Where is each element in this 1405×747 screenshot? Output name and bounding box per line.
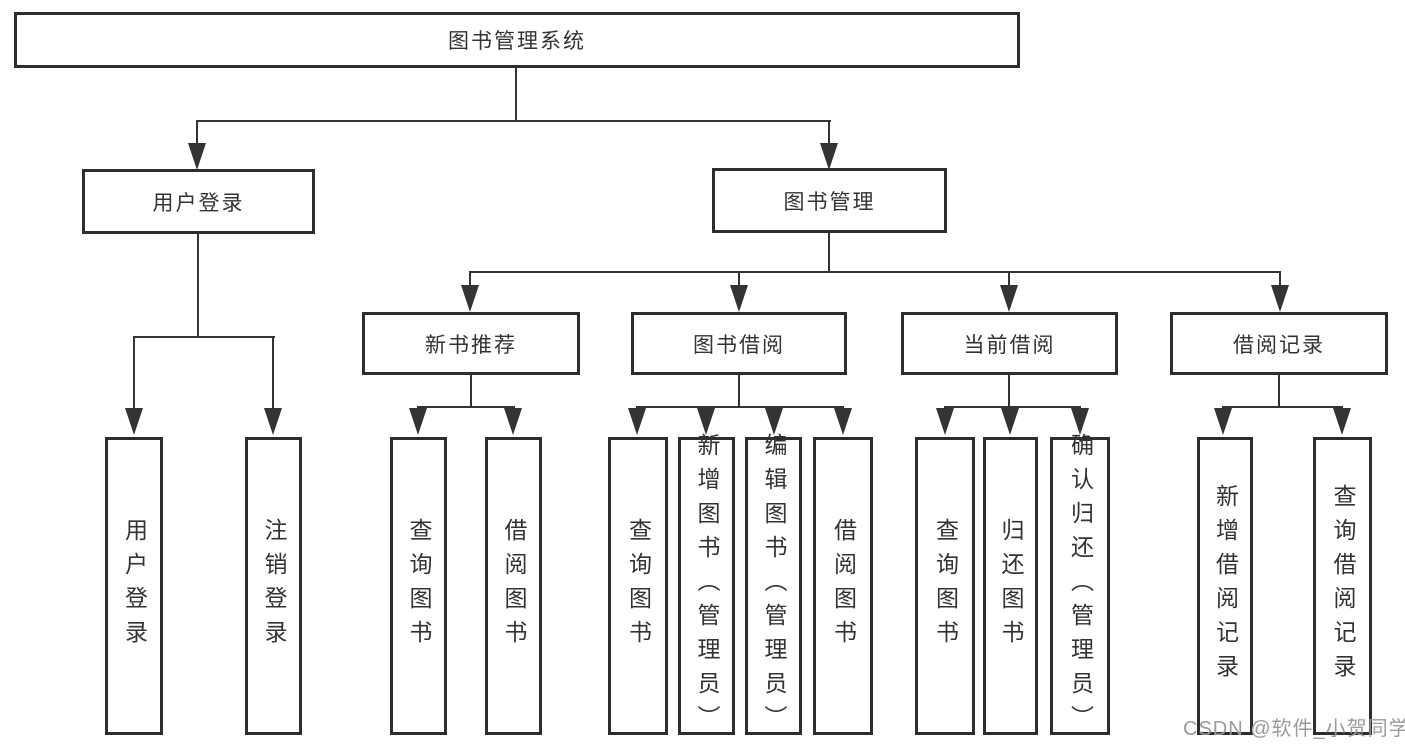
arrowhead-down-icon	[1000, 285, 1018, 312]
node-label: 图书借阅	[693, 333, 785, 357]
leaf-logout: 注销登录	[245, 437, 302, 735]
node-label: 编辑图书（管理员）	[761, 433, 787, 739]
connector-line	[470, 375, 472, 406]
node-label: 图书管理	[783, 190, 876, 214]
connector-line	[1279, 271, 1281, 286]
leaf-borrow-books: 借阅图书	[813, 437, 873, 735]
connector-line	[272, 336, 274, 412]
connector-line	[1008, 375, 1010, 406]
leaf-confirm-return-admin: 确认归还（管理员）	[1050, 433, 1110, 739]
arrowhead-down-icon	[504, 408, 522, 435]
arrowhead-down-icon	[1001, 408, 1019, 435]
arrowhead-down-icon	[834, 408, 852, 435]
connector-line	[133, 336, 135, 412]
leaf-add-books-admin: 新增图书（管理员）	[678, 433, 735, 739]
node-current-borrow: 当前借阅	[901, 312, 1118, 375]
arrowhead-down-icon	[1214, 408, 1232, 435]
arrowhead-down-icon	[820, 143, 838, 170]
leaf-return-books: 归还图书	[983, 437, 1038, 735]
node-label: 查询图书	[406, 518, 432, 654]
connector-line	[133, 336, 275, 338]
leaf-query-books-borrow: 查询图书	[608, 437, 668, 735]
connector-line	[738, 375, 740, 406]
connector-line	[196, 120, 198, 145]
node-label: 借阅记录	[1233, 333, 1325, 357]
node-label: 归还图书	[998, 518, 1024, 654]
connector-line	[636, 406, 844, 408]
arrowhead-down-icon	[765, 408, 783, 435]
connector-line	[196, 120, 831, 122]
node-label: 借阅图书	[830, 518, 857, 654]
arrowhead-down-icon	[125, 408, 143, 435]
arrowhead-down-icon	[1271, 285, 1289, 312]
arrowhead-down-icon	[697, 408, 715, 435]
arrowhead-down-icon	[628, 408, 646, 435]
node-label: 查询借阅记录	[1330, 484, 1356, 688]
connector-line	[1222, 406, 1343, 408]
connector-line	[469, 271, 471, 286]
node-label: 新增借阅记录	[1212, 484, 1239, 688]
leaf-add-borrow-record: 新增借阅记录	[1197, 437, 1253, 735]
node-label: 新增图书（管理员）	[694, 433, 720, 739]
connector-line	[1278, 375, 1280, 406]
node-label: 借阅图书	[501, 518, 527, 654]
node-label: 查询图书	[625, 518, 652, 654]
connector-line	[828, 120, 830, 145]
node-label: 确认归还（管理员）	[1067, 433, 1094, 739]
node-label: 图书管理系统	[448, 30, 586, 53]
arrowhead-down-icon	[264, 408, 282, 435]
leaf-query-books-recommend: 查询图书	[390, 437, 447, 735]
node-label: 当前借阅	[963, 333, 1056, 357]
arrowhead-down-icon	[1071, 408, 1089, 435]
arrowhead-down-icon	[1333, 408, 1351, 435]
node-label: 用户登录	[152, 191, 245, 215]
arrowhead-down-icon	[936, 408, 954, 435]
connector-line	[197, 234, 199, 336]
leaf-edit-books-admin: 编辑图书（管理员）	[745, 433, 802, 739]
node-label: 查询图书	[932, 518, 959, 654]
arrowhead-down-icon	[409, 408, 427, 435]
node-book-management: 图书管理	[712, 168, 947, 233]
connector-line	[738, 271, 740, 286]
connector-line	[515, 68, 517, 120]
leaf-user-login: 用户登录	[105, 437, 163, 735]
leaf-query-books-current: 查询图书	[915, 437, 975, 735]
node-book-borrow: 图书借阅	[631, 312, 847, 375]
connector-line	[1008, 271, 1010, 286]
node-borrow-record: 借阅记录	[1170, 312, 1388, 375]
watermark: CSDN @软件_小贺同学	[1183, 718, 1405, 740]
connector-line	[469, 271, 1281, 273]
node-new-book-recommend: 新书推荐	[362, 312, 580, 375]
leaf-query-borrow-record: 查询借阅记录	[1313, 437, 1372, 735]
node-user-login: 用户登录	[82, 169, 315, 234]
connector-line	[417, 406, 515, 408]
arrowhead-down-icon	[188, 143, 206, 170]
arrowhead-down-icon	[461, 285, 479, 312]
node-library-management-system: 图书管理系统	[14, 12, 1020, 68]
node-label: 用户登录	[121, 518, 148, 654]
node-label: 注销登录	[261, 518, 287, 654]
node-label: 新书推荐	[425, 333, 517, 357]
leaf-borrow-books-recommend: 借阅图书	[485, 437, 542, 735]
arrowhead-down-icon	[730, 285, 748, 312]
connector-line	[828, 233, 830, 271]
connector-line	[944, 406, 1081, 408]
